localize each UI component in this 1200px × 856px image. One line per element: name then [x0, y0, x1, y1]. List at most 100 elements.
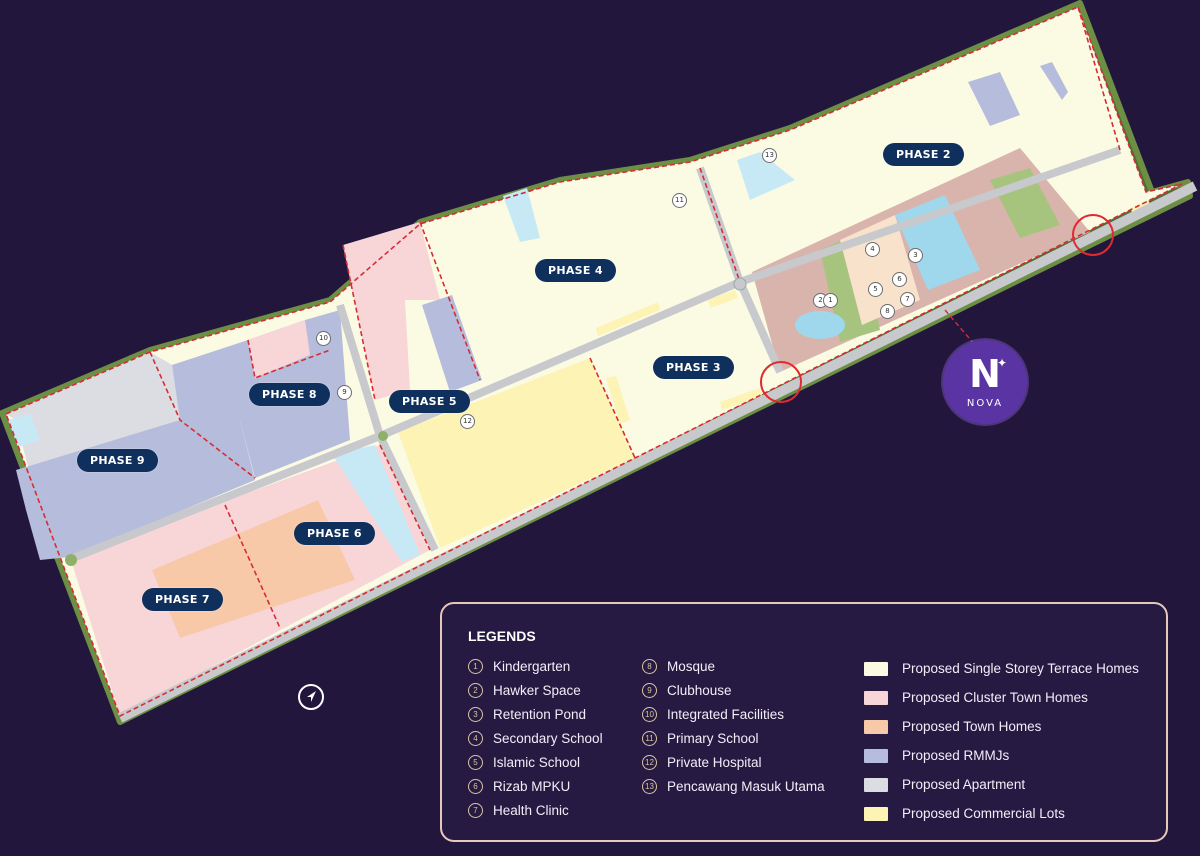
number-badge-icon: 13	[642, 778, 657, 794]
legend-zone-item: Proposed Town Homes	[864, 712, 1139, 741]
phase-4-label[interactable]: PHASE 4	[535, 259, 616, 282]
phase-2-label[interactable]: PHASE 2	[883, 143, 964, 166]
legend-facility-label: Secondary School	[493, 730, 603, 746]
color-swatch	[864, 806, 888, 821]
legend-zone-label: Proposed Cluster Town Homes	[902, 690, 1088, 705]
legend-zone-item: Proposed Cluster Town Homes	[864, 683, 1139, 712]
color-swatch	[864, 748, 888, 763]
lake	[795, 311, 845, 339]
phase-9-label[interactable]: PHASE 9	[77, 449, 158, 472]
color-swatch	[864, 719, 888, 734]
number-badge-icon: 4	[468, 730, 483, 746]
north-arrow-icon	[298, 684, 324, 710]
legend-facility-label: Kindergarten	[493, 658, 571, 674]
map-marker-6[interactable]: 6	[892, 272, 907, 287]
legend-facility-label: Rizab MPKU	[493, 778, 571, 794]
zone-rmmj-phase5	[422, 295, 482, 392]
legend-zone-item: Proposed Apartment	[864, 770, 1139, 799]
zone-cluster-phase8	[248, 320, 310, 378]
map-marker-3[interactable]: 3	[908, 248, 923, 263]
highway	[117, 181, 1198, 723]
entrance-circle-2	[1072, 214, 1114, 256]
number-badge-icon: 1	[468, 658, 483, 674]
number-badge-icon: 6	[468, 778, 483, 794]
legend-facility-label: Integrated Facilities	[667, 706, 785, 722]
legend-facility-item: 4 Secondary School	[468, 726, 603, 750]
legend-facility-label: Mosque	[667, 658, 716, 674]
map-marker-5[interactable]: 5	[868, 282, 883, 297]
commercial-strip-3	[720, 388, 762, 410]
commercial-strip-2	[708, 290, 738, 308]
nova-logo-letter: N	[969, 352, 1001, 396]
legend-facility-item: 10 Integrated Facilities	[642, 702, 825, 726]
zone-cluster-phase5	[343, 222, 440, 400]
legend-title: LEGENDS	[468, 628, 536, 644]
color-swatch	[864, 661, 888, 676]
map-marker-4[interactable]: 4	[865, 242, 880, 257]
map-marker-11[interactable]: 11	[672, 193, 687, 208]
map-marker-13[interactable]: 13	[762, 148, 777, 163]
legend-zone-item: Proposed RMMJs	[864, 741, 1139, 770]
number-badge-icon: 11	[642, 730, 657, 746]
legend-zone-item: Proposed Commercial Lots	[864, 799, 1139, 828]
zone-rmmj-phase9	[16, 420, 255, 560]
phase-boundaries	[4, 5, 1183, 718]
legend-zone-label: Proposed Commercial Lots	[902, 806, 1065, 821]
roundabout-3	[65, 554, 77, 566]
legend-facility-label: Pencawang Masuk Utama	[667, 778, 825, 794]
phase-3-label[interactable]: PHASE 3	[653, 356, 734, 379]
legend-zone-label: Proposed Town Homes	[902, 719, 1042, 734]
map-marker-1[interactable]: 1	[823, 293, 838, 308]
main-road	[66, 146, 1122, 564]
water-phase2	[737, 152, 795, 200]
phase-8-label[interactable]: PHASE 8	[249, 383, 330, 406]
phase-7-label[interactable]: PHASE 7	[142, 588, 223, 611]
legend-zone-item: Proposed Single Storey Terrace Homes	[864, 654, 1139, 683]
number-badge-icon: 10	[642, 706, 657, 722]
legend-facility-item: 11 Primary School	[642, 726, 825, 750]
entrance-circle-1	[760, 361, 802, 403]
phase-5-label[interactable]: PHASE 5	[389, 390, 470, 413]
nova-logo: N ✦ NOVA	[943, 340, 1027, 424]
color-swatch	[864, 690, 888, 705]
water-phase4	[503, 188, 540, 242]
sparkle-icon: ✦	[997, 356, 1008, 370]
legend-facility-item: 6 Rizab MPKU	[468, 774, 603, 798]
number-badge-icon: 5	[468, 754, 483, 770]
legend-facility-label: Health Clinic	[493, 802, 569, 818]
legend-facility-label: Primary School	[667, 730, 759, 746]
legend-facility-label: Hawker Space	[493, 682, 581, 698]
legend-zone-label: Proposed RMMJs	[902, 748, 1010, 763]
map-marker-9[interactable]: 9	[337, 385, 352, 400]
roundabout-2	[378, 431, 388, 441]
legend-facility-item: 13 Pencawang Masuk Utama	[642, 774, 825, 798]
zone-rmmj-phase2	[968, 72, 1020, 126]
map-marker-10[interactable]: 10	[316, 331, 331, 346]
nova-logo-word: NOVA	[966, 398, 1004, 409]
zone-apartment	[6, 352, 180, 475]
water-channel	[332, 445, 420, 562]
legend-facility-label: Private Hospital	[667, 754, 762, 770]
color-swatch	[864, 777, 888, 792]
map-marker-7[interactable]: 7	[900, 292, 915, 307]
map-marker-12[interactable]: 12	[460, 414, 475, 429]
legend-zones-col: Proposed Single Storey Terrace Homes Pro…	[864, 654, 1139, 828]
number-badge-icon: 2	[468, 682, 483, 698]
roundabout-1	[733, 277, 747, 291]
commercial-strip-1	[596, 302, 660, 336]
legend-zone-label: Proposed Apartment	[902, 777, 1026, 792]
number-badge-icon: 3	[468, 706, 483, 722]
legend-facility-item: 2 Hawker Space	[468, 678, 603, 702]
zone-commercial-large	[398, 358, 635, 548]
number-badge-icon: 9	[642, 682, 657, 698]
map-marker-8[interactable]: 8	[880, 304, 895, 319]
phase-6-label[interactable]: PHASE 6	[294, 522, 375, 545]
